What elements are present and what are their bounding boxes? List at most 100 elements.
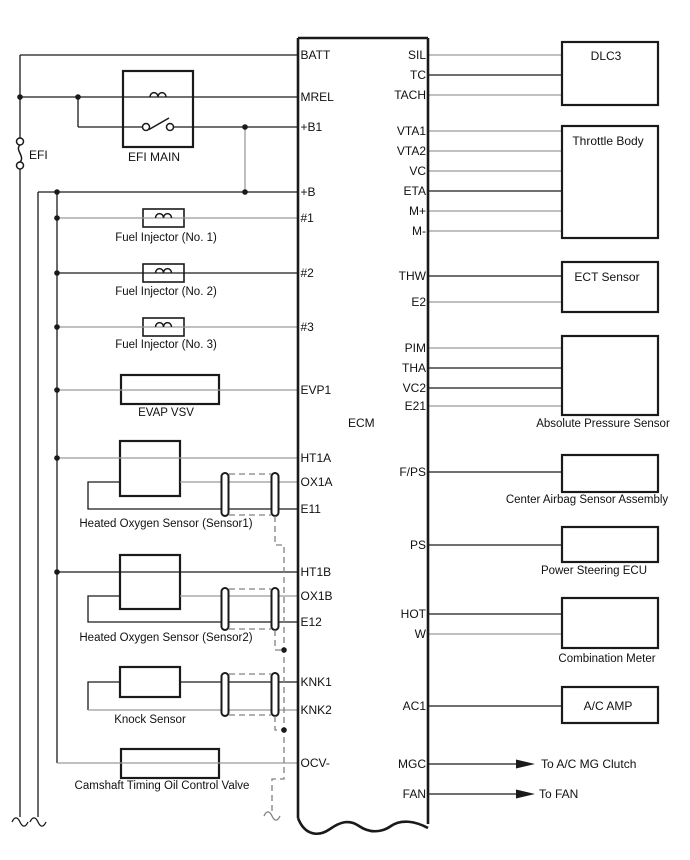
junction-dot [281,727,287,733]
hos2-label: Heated Oxygen Sensor (Sensor2) [79,632,252,644]
pin-thw: THW [399,269,427,283]
pin-sil: SIL [408,48,426,62]
injector2-coil-icon [154,267,173,274]
dlc3-label: DLC3 [591,49,622,63]
hos2-box [118,553,182,611]
shield1-grommet-left [220,472,230,517]
junction-dot [75,94,81,100]
hos1-label: Heated Oxygen Sensor (Sensor1) [79,518,252,530]
relay-coil-icon [149,91,167,98]
mg-clutch-arrow-label: To A/C MG Clutch [541,757,636,771]
pin-no1: #1 [301,211,315,225]
junction-dot [54,215,60,221]
junction-dots [17,94,248,575]
injector1-label: Fuel Injector (No. 1) [115,232,217,244]
shield2-grommet-left [220,587,230,631]
junction-dot [54,455,60,461]
pin-vc: VC [409,164,426,178]
relay-contact-right [165,122,175,132]
ac-amp-box [560,685,660,725]
abs-pressure-sensor-box [560,334,660,417]
injector2-label: Fuel Injector (No. 2) [115,286,217,298]
injector1-coil-icon [154,212,173,219]
pin-pim: PIM [405,341,426,355]
junction-dot [54,569,60,575]
shield-drain-hos2 [274,630,284,651]
pin-m-plus: M+ [409,204,426,218]
ecm-box [296,36,430,835]
combination-meter-label: Combination Meter [558,653,655,665]
cut-mark-shield-drain [263,811,281,821]
pin-evp1: EVP1 [301,383,332,397]
shield1-grommet-right [270,472,280,517]
pin-m-minus: M- [412,224,426,238]
pin-vc2: VC2 [403,381,427,395]
pin-ox1b: OX1B [301,589,333,603]
pin-tc: TC [410,68,426,82]
center-airbag-label: Center Airbag Sensor Assembly [506,494,669,506]
shield3-grommet-right [270,672,280,717]
power-steering-ecu-label: Power Steering ECU [541,565,647,577]
pin-plus-b: +B [301,185,316,199]
knock-sensor-box [118,665,182,699]
ect-sensor-label: ECT Sensor [574,270,639,284]
pin-fps: F/PS [399,465,426,479]
relay-switch-blade-icon [148,117,170,131]
pin-no2: #2 [301,266,315,280]
pin-e2: E2 [411,295,426,309]
shield-knock [220,672,280,717]
efi-main-relay [141,91,175,132]
labels: ECM BATT MREL +B1 +B #1 #2 #3 EVP1 HT1A … [29,48,670,801]
junction-dot [281,647,287,653]
throttle-body-box [560,124,660,240]
efi-fuse-label: EFI [29,148,48,162]
ac-amp-label: A/C AMP [584,699,633,713]
pin-vta1: VTA1 [397,124,426,138]
shield2-grommet-right [270,587,280,631]
wire-knk2-bracket [87,681,120,710]
abs-pressure-sensor-label: Absolute Pressure Sensor [536,418,670,430]
pin-w: W [415,627,427,641]
efi-main-relay-box [121,69,195,149]
relay-contact-left [141,122,151,132]
left-component-boxes [118,69,221,780]
shield3-grommet-left [220,672,230,717]
right-component-boxes [560,40,660,725]
ocv-label: Camshaft Timing Oil Control Valve [75,780,250,792]
pin-plus-b1: +B1 [301,120,323,134]
pin-ps: PS [410,538,426,552]
evap-vsv-label: EVAP VSV [138,407,194,419]
pin-e21: E21 [405,399,427,413]
efi-main-relay-label: EFI MAIN [128,150,180,164]
fuse-terminal-bottom [15,161,25,170]
injector3-coil-icon [154,321,173,328]
pin-eta: ETA [404,184,426,198]
left-wires [11,54,298,827]
center-airbag-box [560,453,660,494]
junction-dot [54,324,60,330]
right-wires [428,54,562,799]
ecm-label: ECM [348,416,375,430]
junction-dot [54,270,60,276]
pin-ht1a: HT1A [301,451,332,465]
pin-knk1: KNK1 [301,675,333,689]
junction-dot [242,189,248,195]
pin-batt: BATT [301,48,331,62]
fuse-terminal-top [15,137,25,146]
pin-e11: E11 [301,502,322,516]
combination-meter-box [560,596,660,650]
efi-fuse [15,137,25,170]
wire-e12 [87,595,298,623]
pin-mrel: MREL [301,90,335,104]
shield-drain-main [271,516,285,812]
cut-mark-bus-efi [11,817,29,827]
arrow-icon-fan [516,789,535,799]
shield-drain-lines [263,516,287,821]
junction-dot [242,124,248,130]
pin-tach: TACH [394,88,426,102]
throttle-body-label: Throttle Body [572,134,643,148]
power-steering-ecu-box [560,525,660,564]
pin-tha: THA [402,361,426,375]
